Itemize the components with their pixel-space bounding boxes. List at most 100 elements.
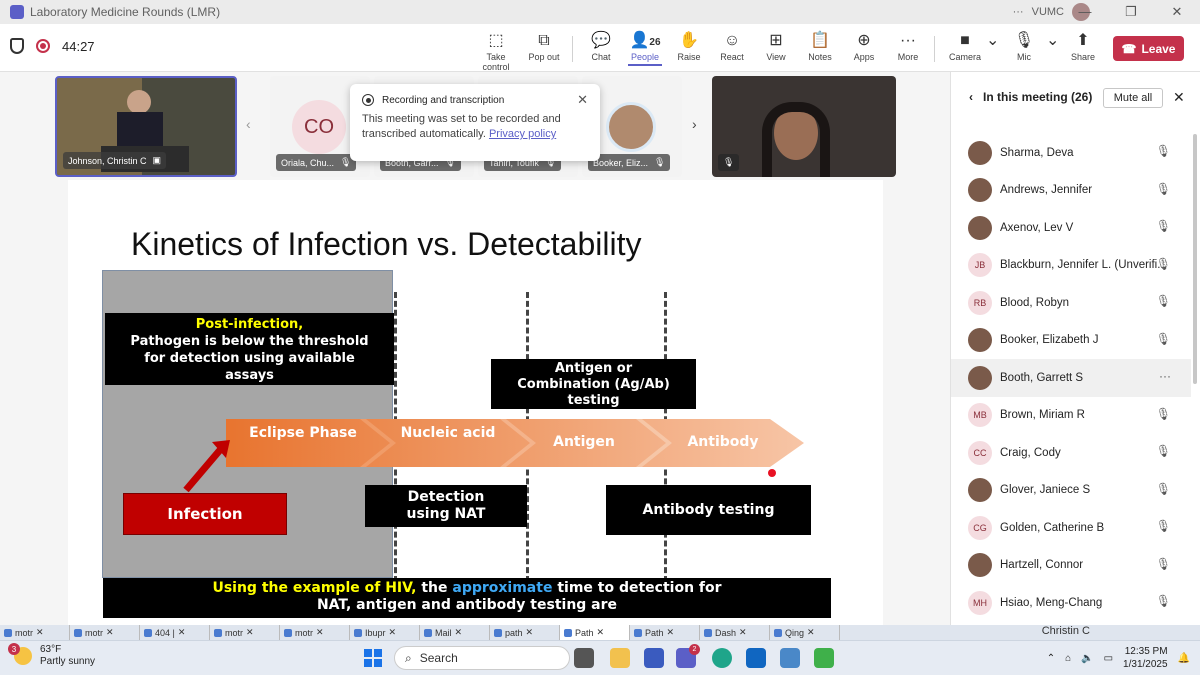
browser-tab[interactable]: Path✕: [630, 625, 700, 640]
mic-off-icon[interactable]: 🎙: [1155, 594, 1171, 608]
privacy-policy-link[interactable]: Privacy policy: [488, 128, 557, 140]
battery-icon[interactable]: ▭: [1103, 652, 1114, 664]
close-icon[interactable]: ✕: [106, 627, 114, 637]
apps-button[interactable]: ⊕ Apps: [850, 30, 878, 62]
taskbar-search[interactable]: ⌕ Search: [394, 646, 570, 670]
mic-button[interactable]: 🎙 Mic: [1013, 32, 1035, 62]
more-button[interactable]: ··· More: [894, 30, 922, 62]
close-icon[interactable]: ✕: [577, 92, 588, 107]
mic-off-icon[interactable]: 🎙: [1155, 181, 1171, 196]
close-icon[interactable]: ✕: [1173, 89, 1185, 105]
browser-tab[interactable]: Qing✕: [770, 625, 840, 640]
more-options-icon[interactable]: ···: [1159, 369, 1171, 383]
outlook-icon[interactable]: [746, 648, 766, 668]
camera-options-button[interactable]: ⌄: [986, 30, 999, 52]
camera-button[interactable]: ■ Camera: [948, 32, 981, 62]
chevron-right-icon[interactable]: ›: [692, 116, 697, 132]
close-icon[interactable]: ✕: [177, 627, 186, 637]
close-icon[interactable]: ✕: [36, 627, 44, 637]
mic-off-icon[interactable]: 🎙: [1155, 406, 1171, 421]
chat-button[interactable]: 💬 Chat: [586, 30, 616, 62]
close-icon[interactable]: ✕: [807, 627, 815, 637]
chevron-up-icon[interactable]: ⌃: [1046, 652, 1056, 664]
mic-options-button[interactable]: ⌄: [1046, 30, 1059, 52]
clock[interactable]: 12:35 PM 1/31/2025: [1123, 645, 1168, 671]
browser-tab[interactable]: motr✕: [210, 625, 280, 640]
weather-widget[interactable]: 3 63°F Partly sunny: [8, 643, 95, 668]
browser-tab[interactable]: 404 |✕: [140, 625, 210, 640]
mic-off-icon[interactable]: 🎙: [1155, 444, 1171, 458]
mic-off-icon[interactable]: 🎙: [1155, 256, 1171, 271]
view-button[interactable]: ⊞ View: [762, 30, 790, 62]
participant-row[interactable]: Booker, Elizabeth J🎙: [951, 322, 1191, 360]
close-icon[interactable]: ✕: [388, 627, 397, 637]
chevron-left-icon[interactable]: ‹: [246, 116, 251, 132]
participant-row[interactable]: Sharma, Deva🎙: [951, 134, 1191, 172]
mute-all-button[interactable]: Mute all: [1103, 88, 1163, 108]
mic-off-icon[interactable]: 🎙: [1155, 331, 1171, 346]
react-button[interactable]: ☺ React: [716, 30, 748, 62]
teams-icon[interactable]: 2: [676, 644, 700, 668]
mic-off-icon[interactable]: 🎙: [1155, 556, 1171, 571]
edge-icon[interactable]: [712, 648, 732, 668]
mic-off-icon[interactable]: 🎙: [1155, 481, 1171, 496]
more-options-icon[interactable]: ···: [1012, 6, 1024, 18]
raise-hand-button[interactable]: ✋ Raise: [674, 30, 704, 62]
browser-tab[interactable]: path✕: [490, 625, 560, 640]
share-button[interactable]: ⬆ Share: [1068, 30, 1098, 62]
browser-tab[interactable]: Dash✕: [700, 625, 770, 640]
browser-tab[interactable]: motr✕: [0, 625, 70, 640]
notes-button[interactable]: 📋 Notes: [804, 30, 836, 62]
volume-icon[interactable]: 🔈: [1081, 652, 1094, 664]
panel-scrollbar[interactable]: [1193, 134, 1197, 384]
restore-icon[interactable]: ❐: [1125, 4, 1137, 19]
close-icon[interactable]: ✕: [739, 627, 747, 637]
browser-tab[interactable]: motr✕: [70, 625, 140, 640]
participant-row[interactable]: Booth, Garrett S···: [951, 359, 1191, 397]
participant-row[interactable]: Hartzell, Connor🎙: [951, 547, 1191, 585]
remote-desktop-icon[interactable]: [780, 648, 800, 668]
file-explorer-icon[interactable]: [610, 648, 630, 668]
network-icon[interactable]: ⌂: [1065, 652, 1072, 664]
take-control-button[interactable]: ⬚ Take control: [472, 30, 520, 72]
start-button[interactable]: [364, 649, 382, 667]
people-button[interactable]: 👤26 People: [628, 30, 662, 66]
mic-off-icon[interactable]: 🎙: [1155, 294, 1171, 308]
notifications-icon[interactable]: 🔔: [1177, 652, 1190, 664]
browser-tab[interactable]: motr✕: [280, 625, 350, 640]
pop-out-button[interactable]: ⧉ Pop out: [526, 30, 562, 62]
participant-row[interactable]: Andrews, Jennifer🎙: [951, 172, 1191, 210]
participant-row[interactable]: Glover, Janiece S🎙: [951, 472, 1191, 510]
participant-row[interactable]: Axenov, Lev V🎙: [951, 209, 1191, 247]
mic-off-icon[interactable]: 🎙: [1155, 144, 1171, 158]
minimize-icon[interactable]: —: [1078, 4, 1092, 19]
video-tile[interactable]: 🎙: [712, 76, 896, 177]
close-icon[interactable]: ✕: [316, 627, 324, 637]
close-icon[interactable]: ✕: [596, 627, 605, 637]
task-view-icon[interactable]: [574, 648, 594, 668]
browser-tab[interactable]: Mail✕: [420, 625, 490, 640]
video-tile-presenter[interactable]: Johnson, Christin C▣: [55, 76, 237, 177]
close-icon[interactable]: ✕: [525, 627, 534, 637]
app-icon[interactable]: [814, 648, 834, 668]
mic-off-icon[interactable]: 🎙: [1155, 519, 1171, 533]
avatar[interactable]: [1072, 3, 1090, 21]
browser-tab[interactable]: Path✕: [560, 625, 630, 640]
leave-button[interactable]: ☎ Leave: [1113, 36, 1184, 61]
account-area[interactable]: ··· VUMC: [1013, 3, 1090, 21]
browser-tab[interactable]: Ibupr✕: [350, 625, 420, 640]
store-icon[interactable]: [644, 648, 664, 668]
tile-name: Booker, Eliz...: [593, 157, 649, 168]
close-icon[interactable]: ✕: [454, 627, 463, 637]
close-icon[interactable]: ✕: [1171, 4, 1183, 19]
close-icon[interactable]: ✕: [246, 627, 254, 637]
back-chevron-icon[interactable]: ‹: [969, 90, 973, 104]
close-icon[interactable]: ✕: [666, 627, 675, 637]
mic-off-icon[interactable]: 🎙: [1155, 219, 1171, 233]
